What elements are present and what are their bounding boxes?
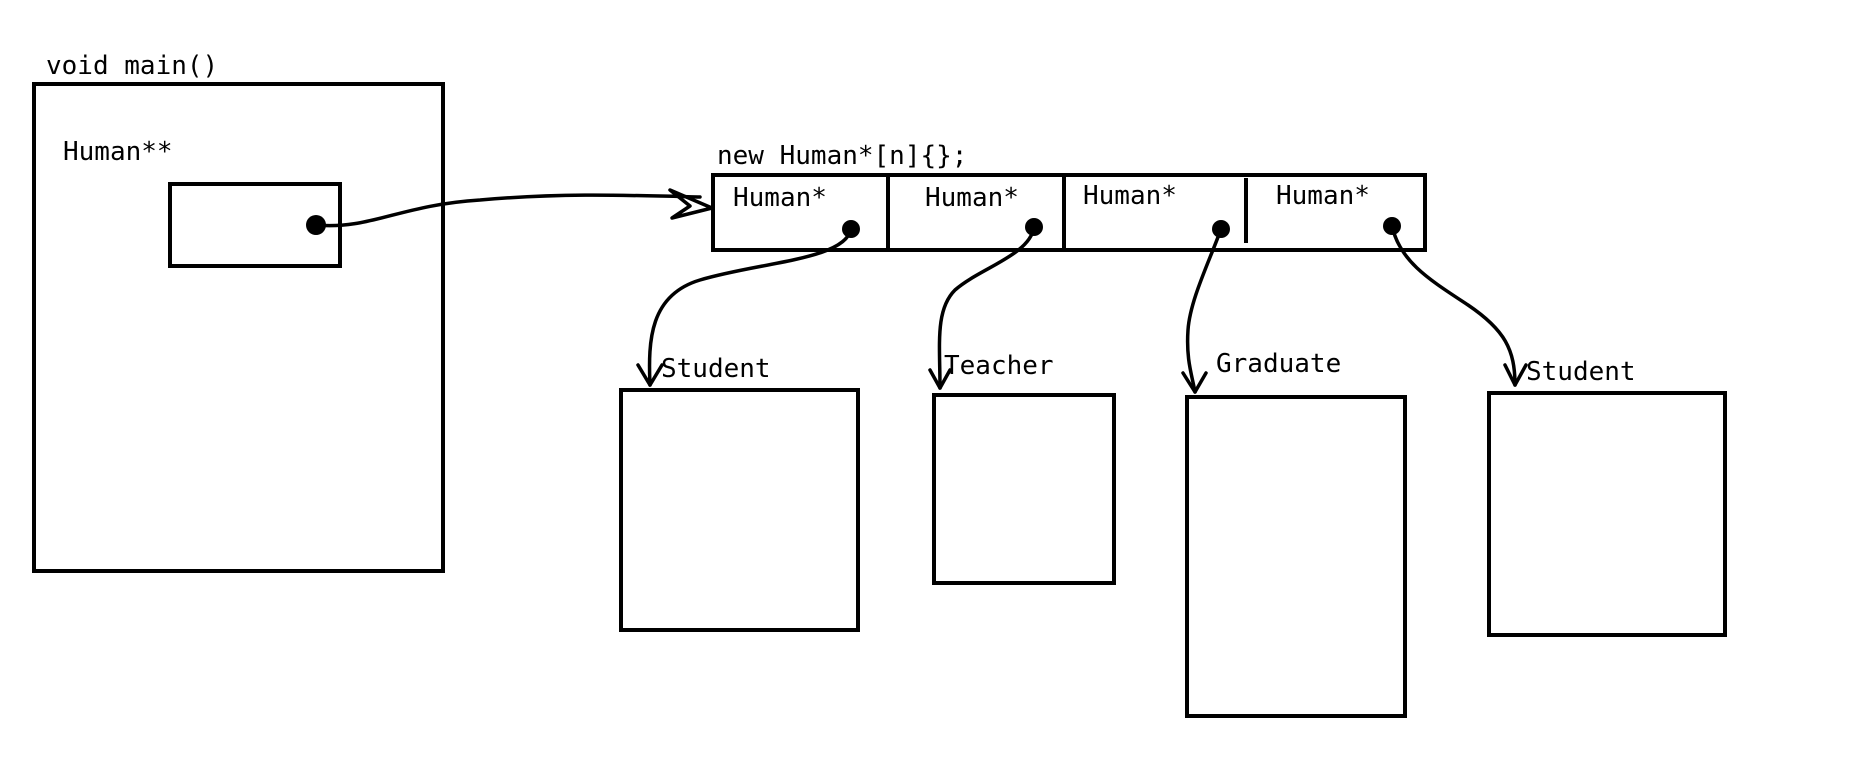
object-label-1: Student [661,354,771,384]
cell-arrowhead-4 [1503,363,1528,387]
object-box-3 [1185,395,1407,718]
array-cell-label-4: Human* [1276,181,1370,211]
array-cell-label-3: Human* [1083,181,1177,211]
array-cell-label-2: Human* [925,183,1019,213]
cell-arrowhead-1 [636,363,664,387]
object-box-2 [932,393,1116,585]
main-frame-title: void main() [46,51,219,81]
object-box-4 [1487,391,1727,637]
object-box-1 [619,388,860,632]
object-label-2: Teacher [944,351,1054,381]
object-label-3: Graduate [1216,349,1342,379]
array-box [711,173,1427,252]
array-expression-label: new Human*[n]{}; [717,141,968,171]
cell-arrowhead-2 [928,368,952,390]
array-cell-label-1: Human* [733,183,827,213]
cell-arrow-4 [1390,224,1517,387]
pointer-var-type-label: Human** [63,137,173,167]
cell-arrow-3 [1185,227,1223,394]
cell-arrow-1 [647,227,853,387]
cell-arrow-2 [937,225,1036,390]
pointer-arrowhead [668,188,714,220]
main-frame-box [32,82,445,573]
cell-arrowhead-3 [1181,371,1208,394]
pointer-arrow [314,193,702,228]
object-label-4: Student [1526,357,1636,387]
